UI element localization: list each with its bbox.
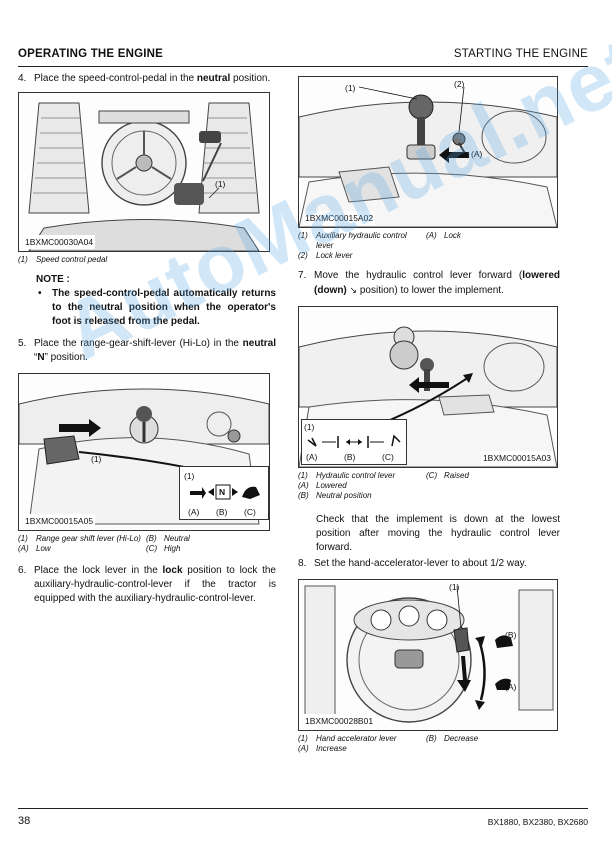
callout-a: (A) [471,149,483,159]
figure-range-gear-lever: (1) (1) N (A) (B) (C) 1BXMC00015A05 [18,373,270,531]
step-text: Place the speed-control-pedal in the neu… [34,73,271,84]
callout-1: (1) [449,582,460,592]
callout-2: (2) [454,79,465,89]
figure-id: 1BXMC00015A03 [480,451,553,465]
figure-id: 1BXMC00015A02 [303,211,376,225]
step-6: 6. Place the lock lever in the lock posi… [18,564,276,606]
step-7-check-text: Check that the implement is down at the … [316,514,560,553]
range-gear-illustration [19,374,269,530]
figure-caption: (1)Speed control pedal [18,255,108,264]
figure-speed-control-pedal: (1) 1BXMC00030A04 [18,92,270,252]
step-number: 7. [298,270,307,281]
neutral-symbol: N [219,487,226,497]
gear-symbols [190,484,260,500]
left-column: 4. Place the speed-control-pedal in the … [18,72,276,606]
step-text: Place the range-gear-shift-lever (Hi-Lo)… [34,338,276,363]
figure-caption: (1)Hydraulic control lever(C)Raised (A)L… [298,471,469,500]
figure-caption: (1)Range gear shift lever (Hi-Lo)(B)Neut… [18,534,190,553]
callout-label: (1) [91,454,102,464]
step-number: 8. [298,558,307,569]
page-number: 38 [18,815,31,827]
aux-hydraulic-illustration [299,77,557,227]
step-text: Place the lock lever in the lock positio… [34,565,276,604]
figure-id: 1BXMC00030A04 [23,235,96,249]
note-bullet: • The speed-control-pedal automatically … [38,288,276,327]
model-list: BX1880, BX2380, BX2680 [487,817,588,827]
step-7: 7. Move the hydraulic control lever forw… [298,269,560,298]
figure-id: 1BXMC00015A05 [23,514,96,528]
figure-aux-hydraulic-lever: (1) (2) (A) 1BXMC00015A02 [298,76,558,228]
figure-caption: (1)Auxiliary hydraulic control lever(A)L… [298,231,461,260]
callout-label: (1) [215,179,226,189]
step-number: 5. [18,338,27,349]
callout-a: (A) [505,682,517,692]
gear-position-inset: (1) N (A) (B) (C) [179,466,269,520]
right-column: (1) (2) (A) 1BXMC00015A02 (1)Auxiliary h… [298,72,560,754]
lever-position-inset: (1) (A) (B) (C) [301,419,407,465]
figure-caption: (1)Hand accelerator lever(B)Decrease (A)… [298,734,479,753]
step-5: 5. Place the range-gear-shift-lever (Hi-… [18,337,276,365]
step-number: 6. [18,565,27,576]
figure-hand-accelerator-lever: (1) (B) (A) 1BXMC00028B01 [298,579,558,731]
hand-accelerator-illustration [299,580,557,730]
lever-position-symbols [307,434,401,448]
callout-b: (B) [505,630,517,640]
figure-id: 1BXMC00028B01 [303,714,376,728]
header-divider [18,66,588,67]
note-heading: NOTE : [36,274,70,285]
figure-hydraulic-control-lever: (1) (A) (B) (C) 1BXMC00015A03 [298,306,558,468]
lowered-icon: ↘ [349,285,358,295]
step-8: 8. Set the hand-accelerator-lever to abo… [298,557,560,571]
subsection-title: STARTING THE ENGINE [453,48,588,60]
pedal-illustration [19,93,269,251]
step-text: Move the hydraulic control lever forward… [314,270,560,296]
step-number: 4. [18,73,27,84]
step-text: Set the hand-accelerator-lever to about … [314,558,527,569]
callout-1: (1) [345,83,356,93]
step-4: 4. Place the speed-control-pedal in the … [18,72,276,86]
section-title: OPERATING THE ENGINE [18,48,163,60]
footer-divider [18,808,588,809]
